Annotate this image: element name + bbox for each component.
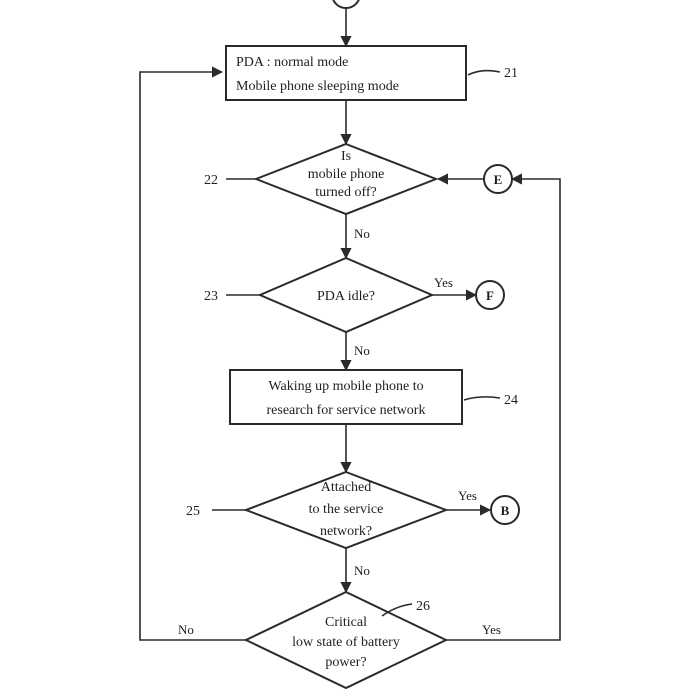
step24-line2: research for service network — [267, 403, 426, 418]
connector-b — [490, 495, 520, 525]
step21-line2: Mobile phone sleeping mode — [236, 79, 399, 94]
connector-e — [483, 164, 513, 194]
step23-line1: PDA idle? — [317, 289, 375, 304]
ref-25: 25 — [186, 504, 200, 519]
step23-yes-label: Yes — [434, 275, 453, 290]
step25-line1: Attached — [321, 480, 372, 495]
process-box-24 — [229, 369, 463, 425]
ref-22: 22 — [204, 173, 218, 188]
decision-26 — [243, 590, 449, 690]
step25-no-label: No — [354, 563, 370, 578]
connector-b-label: B — [501, 503, 510, 518]
step24-line1: Waking up mobile phone to — [268, 379, 423, 394]
decision-25 — [243, 470, 449, 550]
step22-line3: turned off? — [315, 185, 377, 200]
step26-yes-label: Yes — [482, 622, 501, 637]
connector-f-label: F — [486, 288, 494, 303]
decision-23 — [257, 256, 435, 334]
step25-line3: network? — [320, 524, 372, 539]
ref-leader-26 — [381, 603, 413, 617]
step25-line2: to the service — [309, 502, 384, 517]
ref-leader-24 — [463, 396, 501, 401]
step26-line2: low state of battery — [292, 635, 400, 650]
step22-line1: Is — [341, 149, 351, 164]
ref-24: 24 — [504, 393, 518, 408]
step26-line1: Critical — [325, 615, 367, 630]
edge-26-yes-loop-to-e — [446, 173, 561, 641]
edge-26-no-loop-to-21 — [139, 66, 252, 641]
ref-leader-21 — [467, 69, 501, 76]
step23-no-label: No — [354, 343, 370, 358]
ref-21: 21 — [504, 66, 518, 81]
step25-yes-label: Yes — [458, 488, 477, 503]
ref-23: 23 — [204, 289, 218, 304]
step21-line1: PDA : normal mode — [236, 55, 348, 70]
step26-no-label: No — [178, 622, 194, 637]
decision-22 — [253, 142, 439, 216]
connector-f — [475, 280, 505, 310]
step26-line3: power? — [325, 655, 366, 670]
step22-no-label: No — [354, 226, 370, 241]
step22-line2: mobile phone — [308, 167, 385, 182]
process-box-21 — [225, 45, 467, 101]
ref-26: 26 — [416, 599, 430, 614]
connector-e-label: E — [494, 172, 503, 187]
start-connector — [332, 0, 360, 9]
